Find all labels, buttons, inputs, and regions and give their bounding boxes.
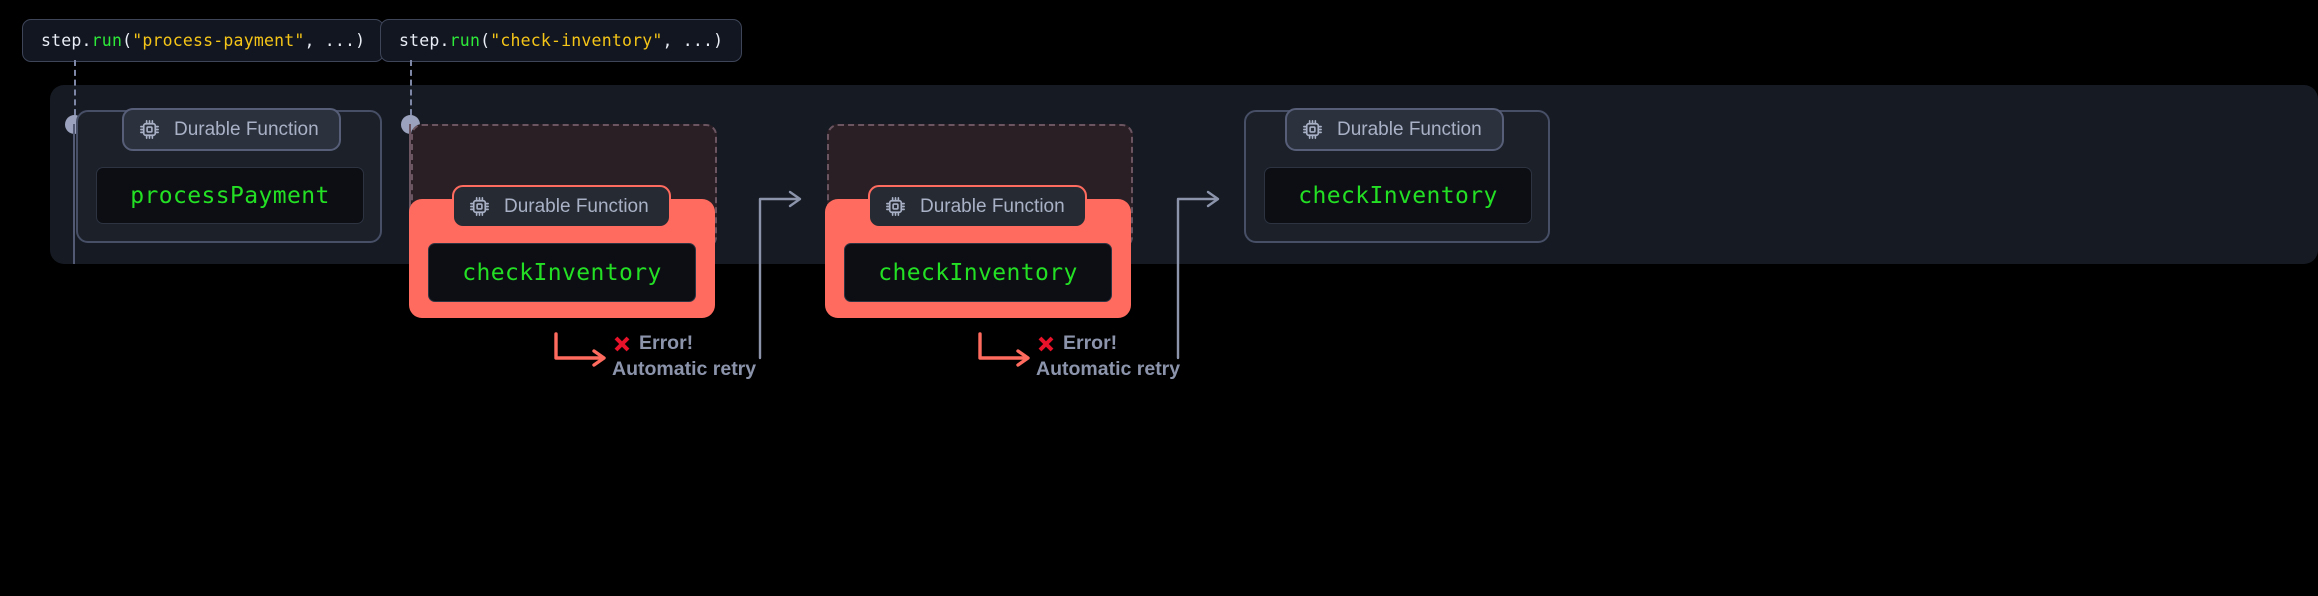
code-token-paren: (: [122, 31, 133, 50]
error-annotation-1: [552, 332, 614, 370]
retry-loop-arrow-1: [742, 185, 812, 360]
error-title-2: Error!: [1063, 332, 1118, 354]
connector-spine-1: [73, 124, 76, 264]
code-token-string: "process-payment": [132, 31, 305, 50]
cpu-chip-icon: [138, 118, 161, 141]
retry-loop-arrow-2: [1160, 185, 1230, 360]
cpu-chip-icon: [884, 195, 907, 218]
durable-function-badge-step-1[interactable]: Durable Function: [122, 108, 341, 151]
error-cross-icon-2: [1036, 334, 1056, 354]
error-arrow-icon-2: [978, 332, 1030, 367]
durable-function-badge-step-2[interactable]: Durable Function: [452, 185, 671, 228]
dashed-connector-2: [410, 60, 412, 125]
error-subtitle-2: Automatic retry: [1036, 358, 1181, 380]
error-arrow-icon-1: [554, 332, 606, 367]
error-subtitle-1: Automatic retry: [612, 358, 757, 380]
code-token-string: "check-inventory": [490, 31, 663, 50]
function-name-step-1: processPayment: [130, 182, 330, 209]
code-token-function: run: [449, 31, 481, 50]
code-token-prefix: step.: [399, 31, 450, 50]
durable-function-badge-step-3[interactable]: Durable Function: [868, 185, 1087, 228]
code-label-process-payment: step.run("process-payment", ...): [22, 19, 385, 62]
code-token-paren: (: [480, 31, 491, 50]
cpu-chip-icon: [1301, 118, 1324, 141]
code-label-check-inventory: step.run("check-inventory", ...): [380, 19, 743, 62]
code-token-prefix: step.: [41, 31, 92, 50]
durable-function-badge-label: Durable Function: [1337, 118, 1482, 140]
function-name-step-3: checkInventory: [878, 259, 1078, 286]
cpu-chip-icon: [468, 195, 491, 218]
error-message-block-2: Error! Automatic retry: [1036, 332, 1180, 381]
error-annotation-2: [976, 332, 1038, 370]
function-code-box-step-2: checkInventory: [428, 243, 696, 302]
error-cross-icon-1: [612, 334, 632, 354]
error-title-1: Error!: [639, 332, 694, 354]
code-token-rest: , ...): [304, 31, 366, 50]
function-code-box-step-3: checkInventory: [844, 243, 1112, 302]
function-code-box-step-1: processPayment: [96, 167, 364, 224]
function-name-step-4: checkInventory: [1298, 182, 1498, 209]
dashed-connector-1: [74, 60, 76, 125]
durable-function-card-step-4[interactable]: checkInventory: [1244, 110, 1550, 243]
durable-function-badge-label: Durable Function: [920, 195, 1065, 217]
durable-function-badge-label: Durable Function: [174, 118, 319, 140]
durable-function-badge-label: Durable Function: [504, 195, 649, 217]
connector-spine-2: [409, 124, 412, 214]
code-token-function: run: [91, 31, 123, 50]
function-name-step-2: checkInventory: [462, 259, 662, 286]
function-code-box-step-4: checkInventory: [1264, 167, 1532, 224]
error-message-block-1: Error! Automatic retry: [612, 332, 756, 381]
durable-function-badge-step-4[interactable]: Durable Function: [1285, 108, 1504, 151]
code-token-rest: , ...): [662, 31, 724, 50]
